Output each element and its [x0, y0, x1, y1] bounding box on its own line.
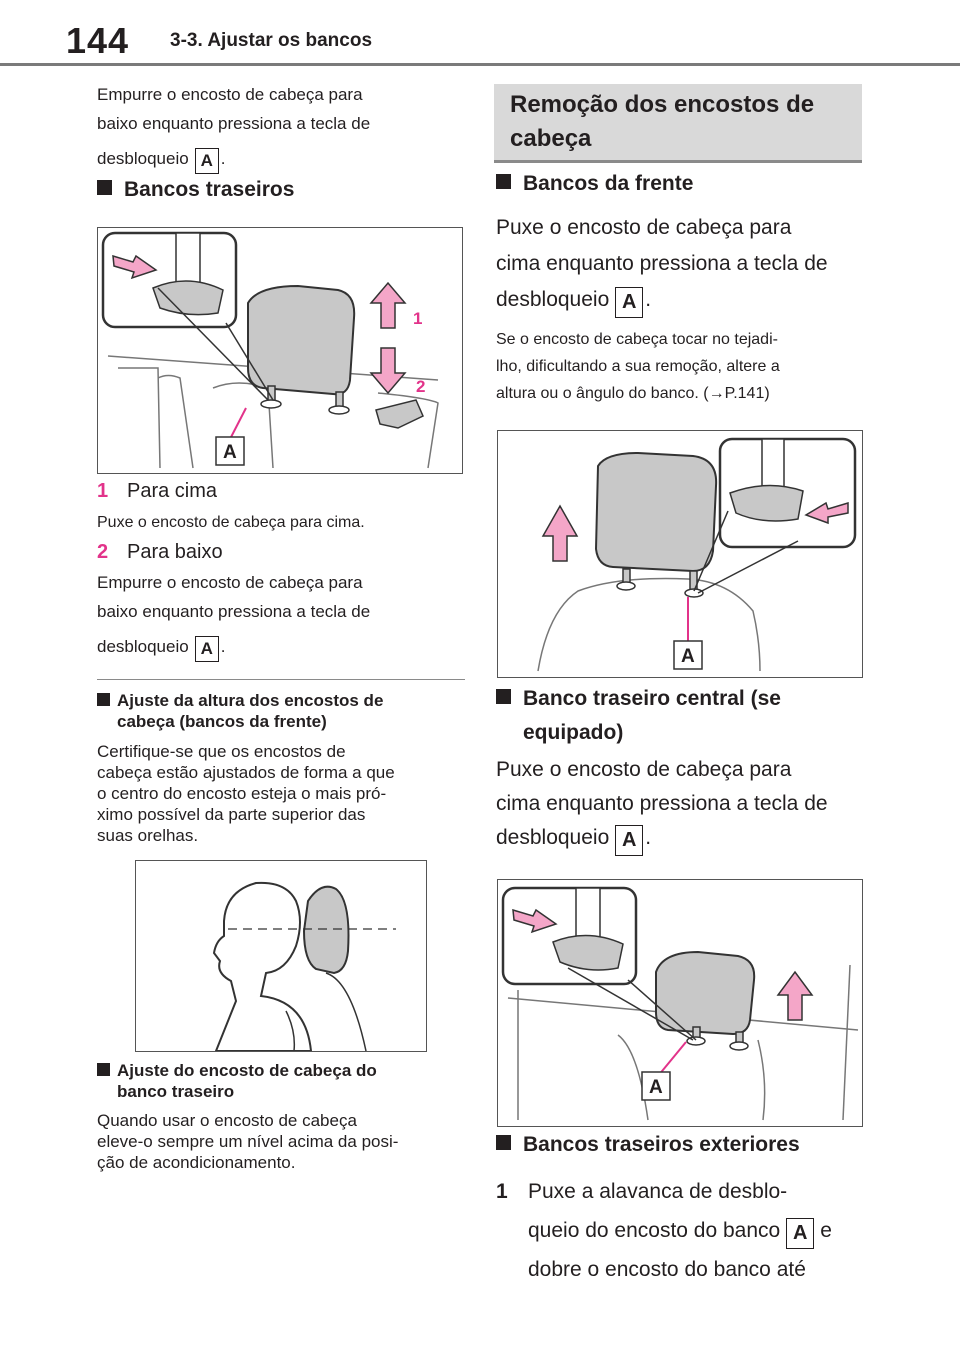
- center-instructions: Puxe o encosto de cabeça para cima enqua…: [496, 753, 876, 856]
- figure-label-down: 2: [416, 377, 425, 396]
- step-2-number: 2: [97, 541, 109, 563]
- front-line-2: cima enquanto pressiona a tecla de: [496, 252, 828, 275]
- rear-adj-text-3: ção de acondicionamento.: [97, 1153, 296, 1172]
- square-bullet-icon: [496, 689, 511, 704]
- rear-headrest-illustration: 1 2 A: [101, 231, 439, 469]
- height-heading-line-1: Ajuste da altura dos encostos de: [117, 691, 384, 710]
- release-key-label-5: A: [786, 1218, 815, 1249]
- rear-adjust-text: Quando usar o encosto de cabeça eleve-o …: [97, 1110, 477, 1173]
- page-header: 144 3-3. Ajustar os bancos: [0, 0, 960, 70]
- step-1: 1 Para cima Puxe o encosto de cabeça para…: [97, 480, 467, 536]
- header-rule: [0, 63, 960, 66]
- height-adjust-text: Certifique-se que os encostos de cabeça …: [97, 741, 477, 846]
- intro-paragraph: Empurre o encosto de cabeça para baixo e…: [97, 80, 467, 174]
- outer-line-2-end: e: [820, 1219, 832, 1242]
- head-position-illustration: [212, 881, 396, 1051]
- step-2-title: Para baixo: [127, 541, 223, 563]
- step-2-body: Empurre o encosto de cabeça para baixo e…: [97, 568, 467, 662]
- center-line-2: cima enquanto pressiona a tecla de: [496, 792, 828, 815]
- front-line-3: desbloqueio: [496, 288, 610, 311]
- outer-rear-seats-heading: Bancos traseiros exteriores: [496, 1133, 800, 1157]
- front-seats-heading: Bancos da frente: [496, 172, 693, 196]
- outer-line-2: queio do encosto do banco: [528, 1219, 781, 1242]
- step-1-title: Para cima: [127, 480, 218, 502]
- front-seats-heading-text: Bancos da frente: [523, 172, 694, 195]
- figure-center-headrest-removal: A: [497, 879, 863, 1127]
- step-2-line-3: desbloqueio: [97, 637, 189, 656]
- intro-line-2: baixo enquanto pressiona a tecla de: [97, 114, 371, 133]
- divider: [97, 679, 465, 680]
- release-key-label: A: [194, 148, 219, 174]
- center-seat-heading: Banco traseiro central (se equipado): [496, 682, 876, 750]
- rear-adj-text-1: Quando usar o encosto de cabeça: [97, 1111, 357, 1130]
- page-number: 144: [66, 20, 130, 61]
- square-bullet-icon: [97, 1063, 110, 1076]
- note-line-3: altura ou o ângulo do banco. (→P.141): [496, 385, 770, 402]
- rear-adjust-heading: Ajuste do encosto de cabeça do banco tra…: [97, 1060, 467, 1102]
- figure-callout-key: A: [649, 1077, 663, 1098]
- outer-step-number: 1: [496, 1180, 508, 1203]
- intro-line-1: Empurre o encosto de cabeça para: [97, 85, 363, 104]
- release-key-label-2: A: [194, 636, 219, 662]
- figure-rear-headrest-adjust: 1 2 A: [97, 227, 463, 474]
- rear-seats-heading-text: Bancos traseiros: [124, 178, 295, 201]
- square-bullet-icon: [496, 174, 511, 189]
- release-key-label-3: A: [615, 287, 644, 318]
- step-2: 2 Para baixo Empurre o encosto de cabeça …: [97, 541, 467, 662]
- rear-adj-heading-line-2: banco traseiro: [117, 1082, 235, 1101]
- outer-heading-text: Bancos traseiros exteriores: [523, 1133, 800, 1156]
- rear-adj-heading-line-1: Ajuste do encosto de cabeça do: [117, 1061, 377, 1080]
- front-instructions: Puxe o encosto de cabeça para cima enqua…: [496, 210, 876, 318]
- removal-banner-title: Remoção dos encostos de cabeça: [510, 88, 850, 156]
- figure-head-position: [135, 860, 427, 1052]
- figure-callout-key: A: [223, 442, 237, 463]
- square-bullet-icon: [97, 693, 110, 706]
- height-adjust-heading: Ajuste da altura dos encostos de cabeça …: [97, 690, 467, 732]
- height-text-4: ximo possível da parte superior das: [97, 805, 366, 824]
- section-title: 3-3. Ajustar os bancos: [170, 30, 373, 51]
- front-note: Se o encosto de cabeça tocar no tejadi- …: [496, 326, 876, 407]
- center-headrest-illustration: A: [501, 886, 859, 1121]
- outer-step-1: 1 Puxe a alavanca de desblo- queio do en…: [496, 1172, 896, 1289]
- center-line-3: desbloqueio: [496, 826, 610, 849]
- front-line-1: Puxe o encosto de cabeça para: [496, 216, 792, 239]
- step-1-text: Puxe o encosto de cabeça para cima.: [97, 514, 365, 531]
- release-key-label-4: A: [615, 825, 644, 856]
- outer-line-3: dobre o encosto do banco até: [528, 1258, 806, 1281]
- height-heading-line-2: cabeça (bancos da frente): [117, 712, 327, 731]
- height-text-5: suas orelhas.: [97, 826, 199, 845]
- figure-label-up: 1: [413, 309, 422, 328]
- rear-seats-heading: Bancos traseiros: [97, 178, 294, 202]
- rear-adj-text-2: eleve-o sempre um nível acima da posi-: [97, 1132, 399, 1151]
- banner-line-1: Remoção dos encostos de: [510, 91, 815, 118]
- square-bullet-icon: [97, 180, 112, 195]
- step-1-number: 1: [97, 480, 109, 502]
- outer-line-1: Puxe a alavanca de desblo-: [528, 1180, 788, 1203]
- figure-front-headrest-removal: A: [497, 430, 863, 678]
- square-bullet-icon: [496, 1135, 511, 1150]
- step-2-line-2: baixo enquanto pressiona a tecla de: [97, 602, 371, 621]
- center-line-1: Puxe o encosto de cabeça para: [496, 758, 792, 781]
- height-text-3: o centro do encosto esteja o mais pró-: [97, 784, 387, 803]
- removal-banner: Remoção dos encostos de cabeça: [494, 84, 862, 163]
- note-line-1: Se o encosto de cabeça tocar no tejadi-: [496, 331, 778, 348]
- height-text-1: Certifique-se que os encostos de: [97, 742, 346, 761]
- banner-line-2: cabeça: [510, 125, 592, 152]
- note-line-2: lho, dificultando a sua remoção, altere …: [496, 358, 780, 375]
- front-headrest-illustration: A: [537, 437, 857, 672]
- figure-callout-key: A: [681, 646, 695, 667]
- intro-line-3: desbloqueio: [97, 149, 189, 168]
- center-heading-line-1: Banco traseiro central (se: [523, 687, 781, 710]
- step-2-line-1: Empurre o encosto de cabeça para: [97, 573, 363, 592]
- height-text-2: cabeça estão ajustados de forma a que: [97, 763, 395, 782]
- center-heading-line-2: equipado): [523, 721, 624, 744]
